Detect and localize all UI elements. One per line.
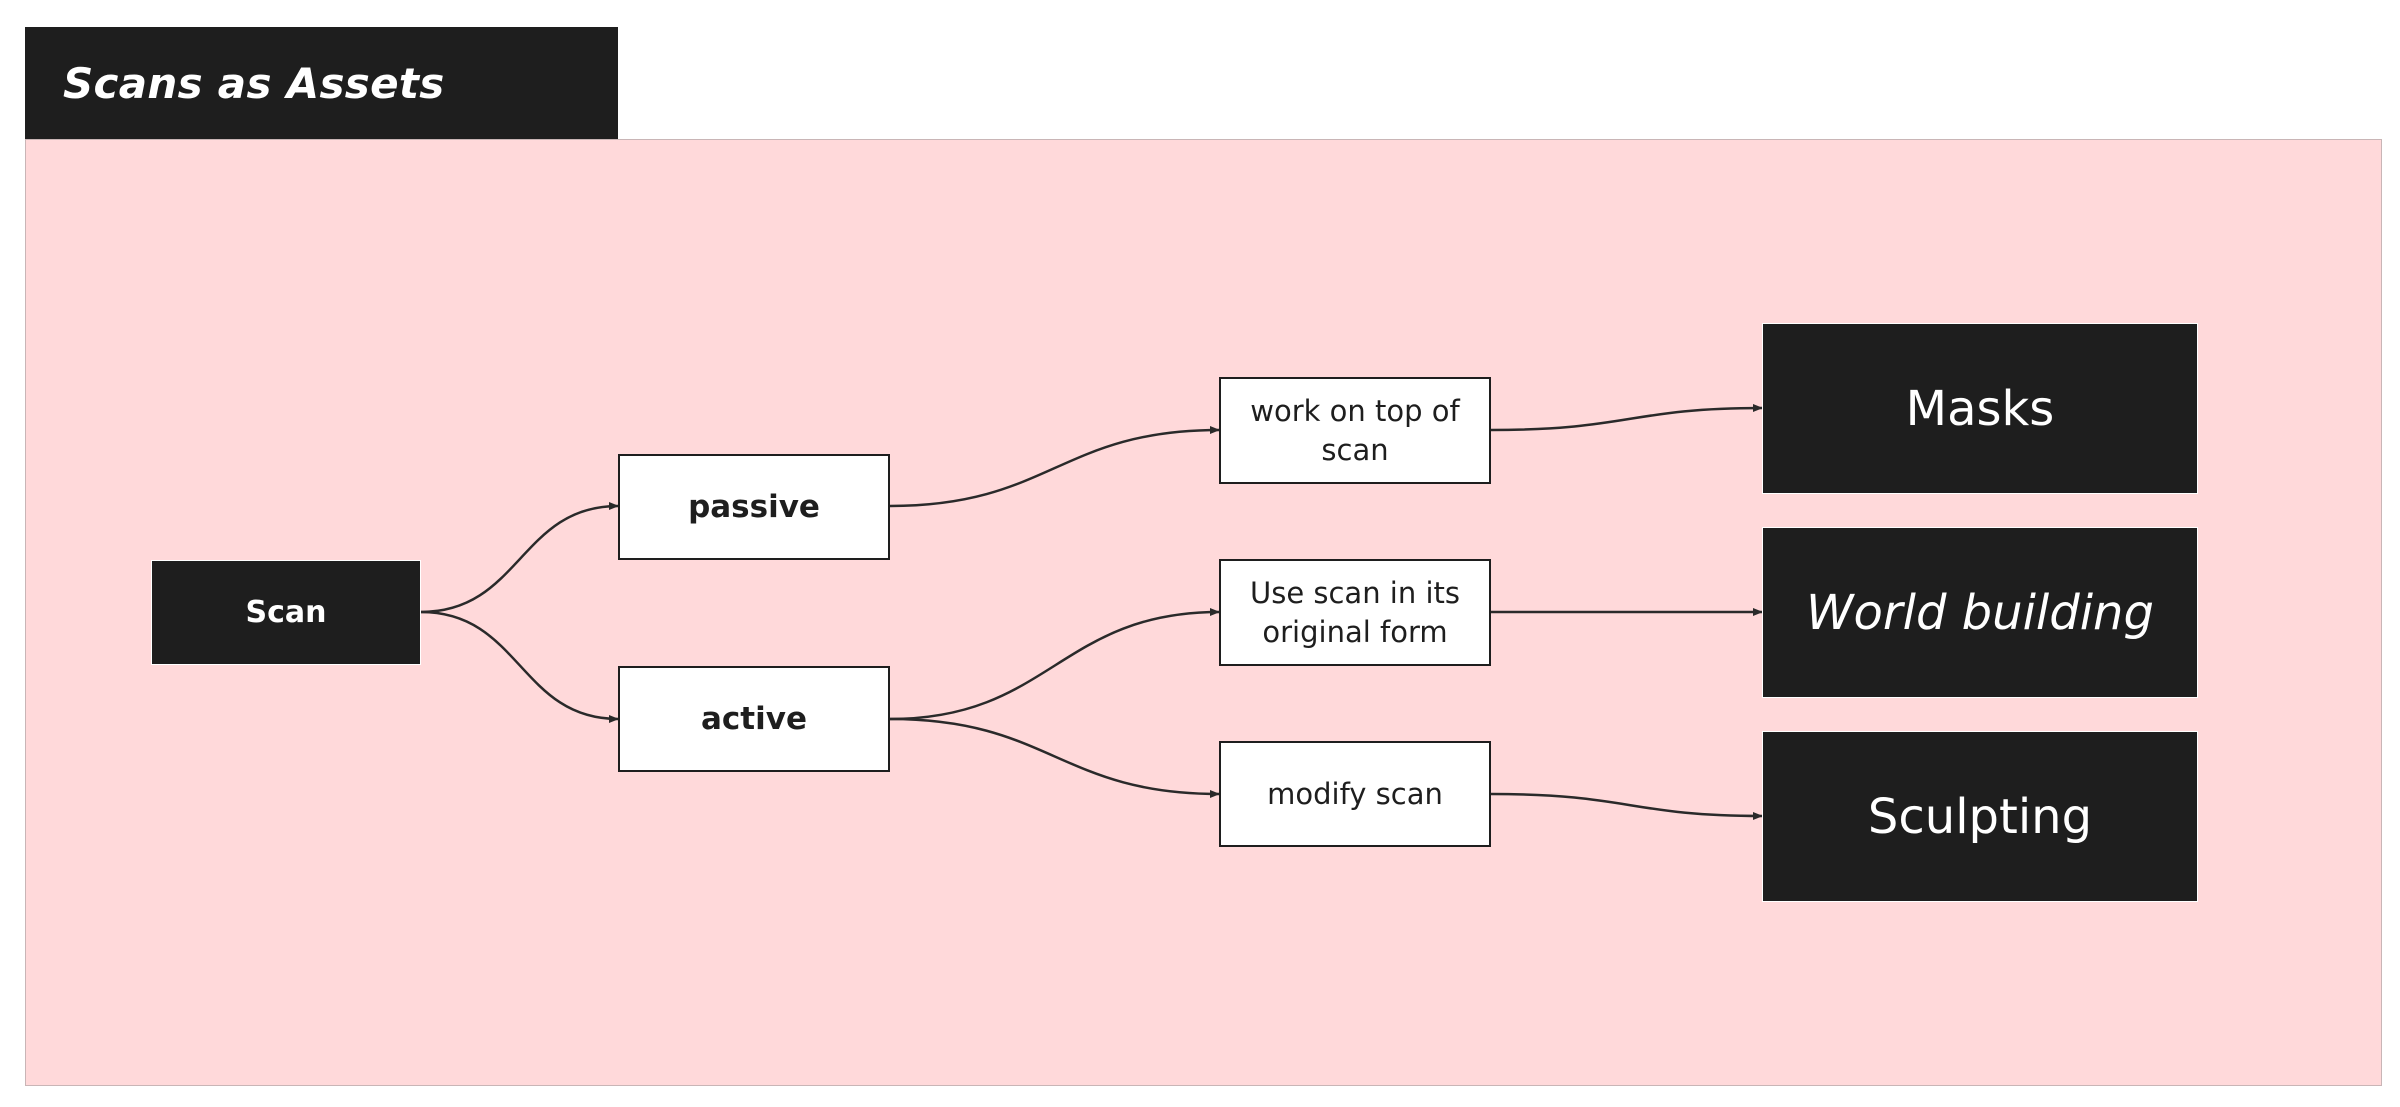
- node-passive[interactable]: passive: [618, 454, 890, 560]
- node-passive-label: passive: [688, 489, 820, 525]
- node-use-scan-original-form[interactable]: Use scan in its original form: [1219, 559, 1491, 666]
- node-world-building[interactable]: World building: [1762, 527, 2198, 698]
- node-use-scan-original-form-label: Use scan in its original form: [1249, 575, 1460, 649]
- node-masks[interactable]: Masks: [1762, 323, 2198, 494]
- node-masks-label: Masks: [1905, 380, 2055, 437]
- node-scan[interactable]: Scan: [151, 560, 421, 665]
- node-modify-scan-label: modify scan: [1267, 777, 1443, 811]
- node-world-building-label: World building: [1806, 584, 2154, 641]
- frame-title: Scans as Assets: [63, 59, 445, 108]
- node-active-label: active: [701, 701, 807, 737]
- node-work-on-top-of-scan[interactable]: work on top of scan: [1219, 377, 1491, 484]
- node-sculpting-label: Sculpting: [1867, 788, 2093, 845]
- node-sculpting[interactable]: Sculpting: [1762, 731, 2198, 902]
- frame-title-tab[interactable]: Scans as Assets: [25, 27, 618, 140]
- node-active[interactable]: active: [618, 666, 890, 772]
- node-scan-label: Scan: [245, 595, 327, 630]
- node-work-on-top-of-scan-label: work on top of scan: [1250, 393, 1460, 467]
- node-modify-scan[interactable]: modify scan: [1219, 741, 1491, 847]
